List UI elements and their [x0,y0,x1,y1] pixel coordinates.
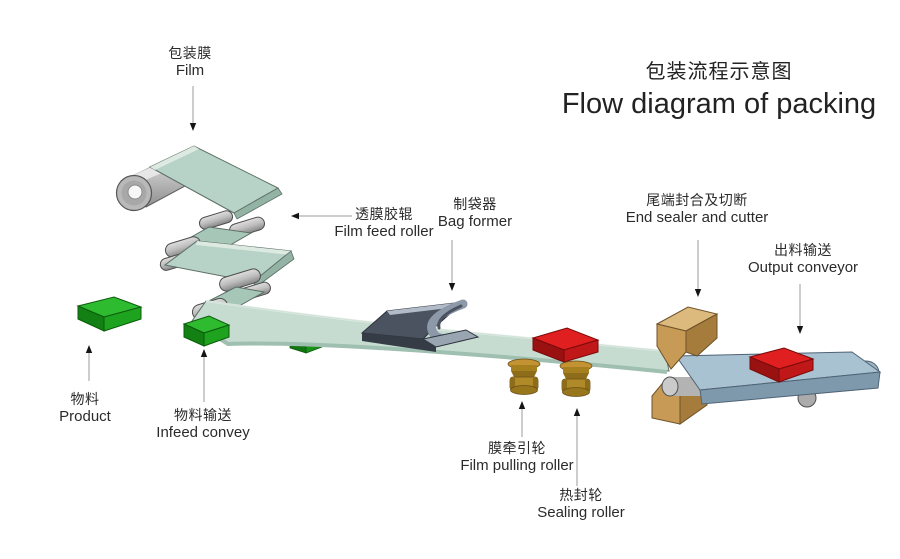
label-film-pulling-roller-zh: 膜牵引轮 [488,440,546,456]
label-product-zh: 物料 [70,391,100,407]
label-product-en: Product [59,408,111,425]
label-output-conveyor-en: Output conveyor [747,259,859,276]
label-film-pulling-roller-en: Film pulling roller [460,457,574,474]
arrow-bag-former [448,240,456,291]
label-sealing-roller-en: Sealing roller [537,504,625,521]
label-bag-former-en: Bag former [437,213,513,230]
arrow-film-pulling-roller [518,401,526,437]
label-output-conveyor-zh: 出料输送 [774,242,832,258]
label-bag-former-zh: 制袋器 [453,196,497,212]
label-infeed-convey: 物料输送 Infeed convey [156,407,249,441]
label-product: 物料 Product [59,391,111,425]
label-end-sealer-zh: 尾端封合及切断 [646,192,748,208]
wrapped-product-block-2 [748,347,815,383]
arrow-film [189,86,197,131]
label-end-sealer-en: End sealer and cutter [625,209,769,226]
output-conveyor-part [661,347,882,408]
label-film-pulling-roller: 膜牵引轮 Film pulling roller [460,440,573,474]
label-film: 包装膜 Film [168,45,212,79]
label-infeed-convey-zh: 物料输送 [174,407,232,423]
arrow-end-sealer [694,240,702,297]
product-block [76,296,143,332]
label-film-feed-roller-en: Film feed roller [334,223,434,240]
infeed-product-block [182,315,231,347]
film-web-zigzag [148,145,295,321]
label-bag-former: 制袋器 Bag former [438,196,512,230]
sealing-roller-part [559,360,593,397]
annotation-arrows [85,86,804,486]
arrow-film-feed-roller [291,212,352,220]
wrapped-product-block-1 [531,327,600,363]
label-film-en: Film [175,62,205,79]
diagram-title: 包装流程示意图 Flow diagram of packing [562,57,876,121]
label-sealing-roller-zh: 热封轮 [559,487,603,503]
label-infeed-convey-en: Infeed convey [156,424,250,441]
arrow-infeed-convey [200,349,208,402]
label-film-zh: 包装膜 [168,45,212,61]
diagram-title-en: Flow diagram of packing [561,88,877,120]
arrow-output-conveyor [796,284,804,334]
arrow-product [85,345,93,381]
label-sealing-roller: 热封轮 Sealing roller [537,487,625,521]
film-feed-roller-1 [198,210,234,230]
arrow-sealing-roller [573,408,581,486]
film-pulling-roller-part [507,358,541,395]
diagram-title-zh: 包装流程示意图 [645,61,793,83]
label-output-conveyor: 出料输送 Output conveyor [748,242,858,276]
label-film-feed-roller: 透膜胶辊 Film feed roller [334,206,433,240]
end-sealer-upper-jaw [655,306,719,370]
bag-former-part [360,299,480,352]
label-film-feed-roller-zh: 透膜胶辊 [354,206,413,222]
film-feed-roller-5 [219,268,261,292]
label-end-sealer: 尾端封合及切断 End sealer and cutter [626,192,769,226]
